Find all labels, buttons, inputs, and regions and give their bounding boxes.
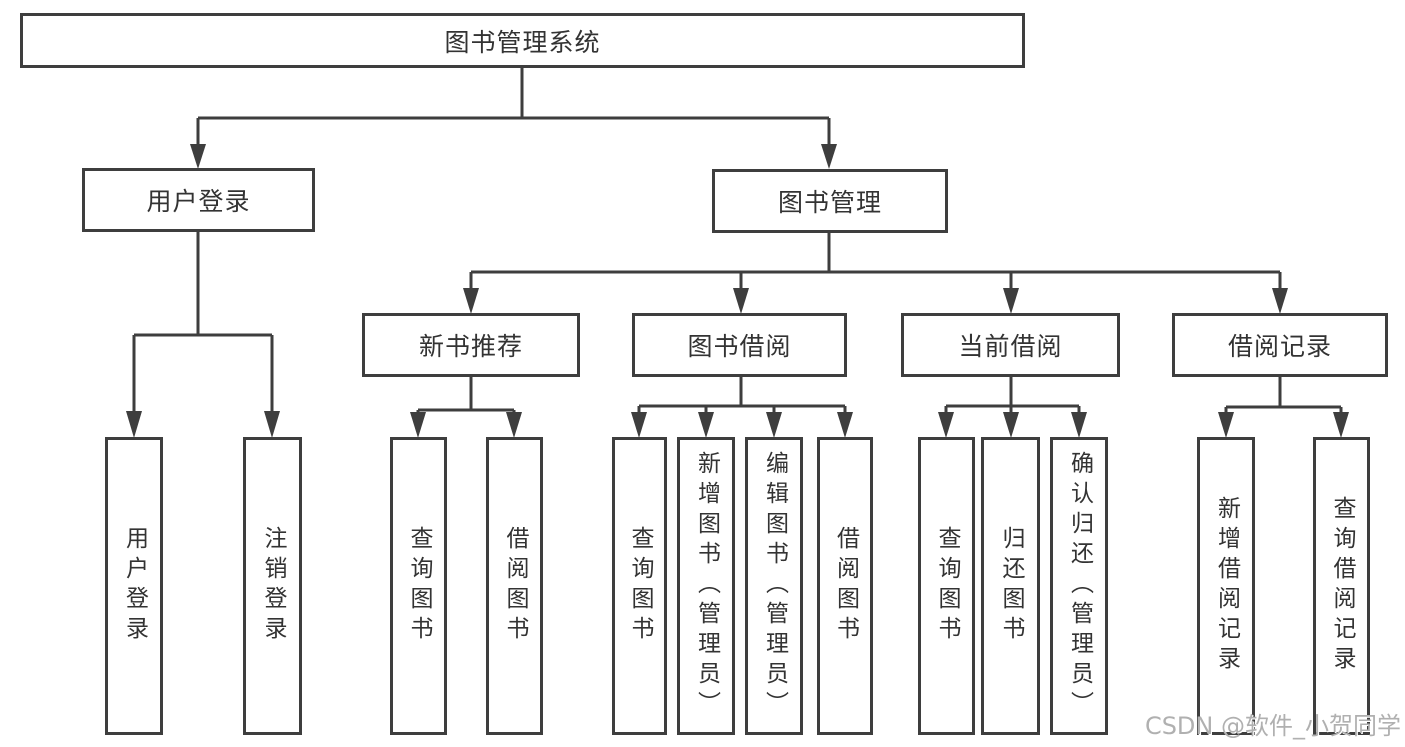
watermark: CSDN @软件_小贺同学 — [1144, 712, 1401, 740]
leaf-user-login: 用户登录 — [105, 437, 163, 735]
leaf-add-book-admin: 新增图书（管理员） — [677, 437, 735, 735]
leaf-edit-book-admin: 编辑图书（管理员） — [745, 437, 803, 735]
node-library-management-system: 图书管理系统 — [20, 13, 1025, 68]
leaf-return-books: 归还图书 — [981, 437, 1040, 735]
leaf-borrow-books-borrowing: 借阅图书 — [817, 437, 873, 735]
node-new-book-recommendation: 新书推荐 — [362, 313, 580, 377]
leaf-add-borrow-record: 新增借阅记录 — [1197, 437, 1255, 735]
node-borrowing-records: 借阅记录 — [1172, 313, 1388, 377]
leaf-query-borrow-record: 查询借阅记录 — [1313, 437, 1370, 735]
leaf-logout: 注销登录 — [243, 437, 302, 735]
connector-user-login-children — [126, 232, 280, 438]
leaf-query-books-current: 查询图书 — [918, 437, 975, 735]
connector-root-to-level2 — [190, 66, 837, 169]
connector-book-borrowing-children — [631, 376, 853, 438]
node-current-borrowing: 当前借阅 — [901, 313, 1120, 377]
node-book-borrowing: 图书借阅 — [632, 313, 847, 377]
leaf-query-books-borrowing: 查询图书 — [612, 437, 667, 735]
connector-current-borrowing-children — [938, 376, 1087, 438]
node-book-management: 图书管理 — [712, 169, 948, 233]
leaf-confirm-return-admin: 确认归还（管理员） — [1050, 437, 1108, 735]
leaf-query-books-recommend: 查询图书 — [390, 437, 447, 735]
leaf-borrow-books-recommend: 借阅图书 — [486, 437, 543, 735]
connector-new-book-recommendation-children — [410, 376, 522, 438]
node-user-login: 用户登录 — [82, 168, 315, 232]
connector-borrowing-records-children — [1218, 376, 1349, 438]
connector-book-management-children — [463, 233, 1288, 314]
